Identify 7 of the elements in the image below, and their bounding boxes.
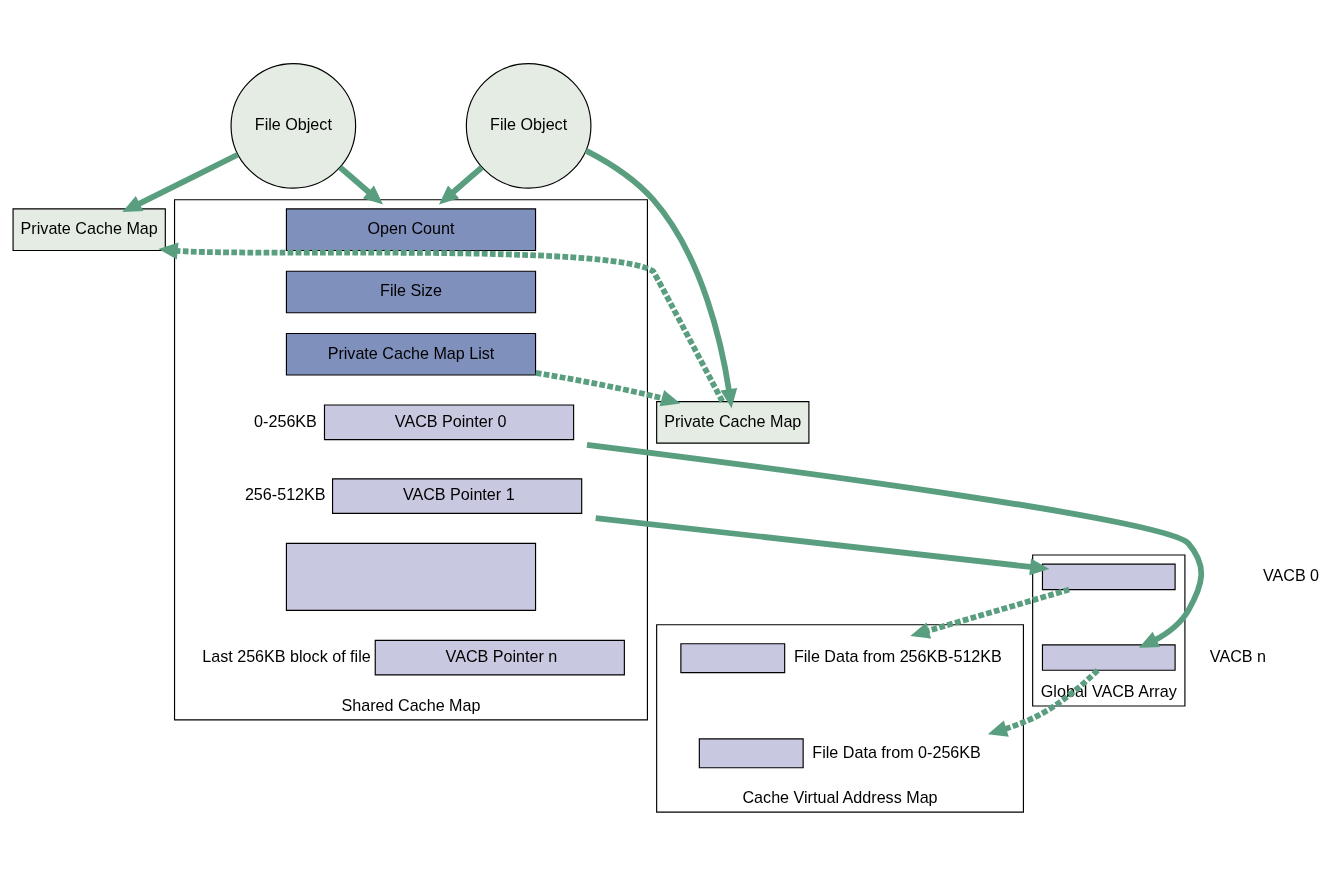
label: VACB n xyxy=(1209,646,1267,665)
label: VACB 0 xyxy=(1262,565,1320,584)
node-label: Last 256KB block of file xyxy=(202,646,371,665)
node-label: 256-512KB xyxy=(244,484,326,503)
node-label: File Data from 0-256KB xyxy=(812,742,981,761)
node-label: File Data from 256KB-512KB xyxy=(793,646,1002,665)
node-label: 0-256KB xyxy=(254,411,317,430)
